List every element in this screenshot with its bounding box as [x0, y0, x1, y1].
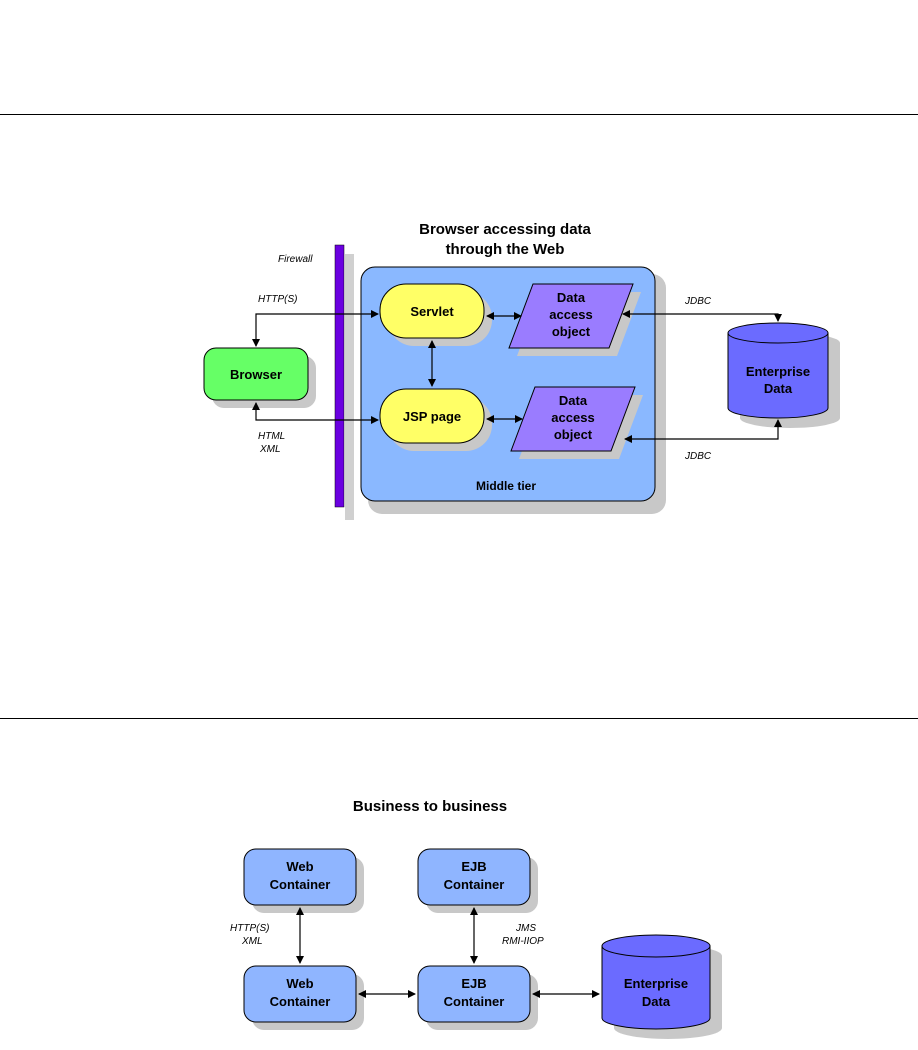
web-container-top-box: [243, 848, 357, 906]
ejb-container-top-box: [417, 848, 531, 906]
dao2-line3: object: [554, 427, 593, 442]
xml-label: XML: [259, 444, 281, 455]
firewall-bar: [334, 244, 345, 508]
firewall-shadow: [345, 254, 354, 520]
firewall-label: Firewall: [278, 254, 313, 265]
dao2-line2: access: [551, 410, 594, 425]
dao2-shape: [510, 386, 636, 452]
ejb-container-top-line1: EJB: [461, 859, 486, 874]
ejb-container-bottom-line2: Container: [444, 994, 505, 1009]
middle-divider: [0, 718, 918, 719]
jdbc-top-label: JDBC: [684, 296, 712, 307]
diagram2-connectors: [296, 907, 600, 998]
rmi-iiop-label: RMI-IIOP: [502, 936, 544, 947]
diagram-business-to-business: Business to business Web Container EJB C…: [230, 798, 722, 1039]
diagram1-title-line2: through the Web: [446, 241, 565, 258]
ejb-container-bottom-box: [417, 965, 531, 1023]
enterprise-data-db-2: [601, 934, 722, 1039]
top-divider: [0, 114, 918, 115]
enterprise-data-db-1: [727, 322, 840, 428]
html-label: HTML: [258, 431, 285, 442]
jsp-label: JSP page: [403, 409, 461, 424]
http-xml-label-line1: HTTP(S): [230, 923, 269, 934]
diagram1-connectors: [252, 310, 782, 443]
enterprise-data2-line1: Enterprise: [624, 976, 688, 991]
web-container-top-line1: Web: [286, 859, 313, 874]
web-container-bottom-line1: Web: [286, 976, 313, 991]
enterprise-data1-line1: Enterprise: [746, 364, 810, 379]
browser-label: Browser: [230, 367, 282, 382]
diagram-browser-web: Browser accessing data through the Web M…: [203, 221, 840, 520]
jms-label: JMS: [515, 923, 536, 934]
dao1-line3: object: [552, 324, 591, 339]
dao2-line1: Data: [559, 393, 588, 408]
web-container-bottom-box: [243, 965, 357, 1023]
jdbc-bottom-label: JDBC: [684, 451, 712, 462]
middle-tier-label: Middle tier: [476, 479, 536, 493]
web-container-bottom-line2: Container: [270, 994, 331, 1009]
enterprise-data2-line2: Data: [642, 994, 671, 1009]
dao1-shape: [508, 283, 634, 349]
diagram2-title: Business to business: [353, 798, 507, 815]
http-label: HTTP(S): [258, 294, 297, 305]
dao1-line2: access: [549, 307, 592, 322]
browser-box: [203, 347, 309, 401]
ejb-container-top-line2: Container: [444, 877, 505, 892]
diagram1-title-line1: Browser accessing data: [419, 221, 591, 238]
servlet-box: [379, 283, 485, 339]
servlet-label: Servlet: [410, 304, 454, 319]
ejb-container-bottom-line1: EJB: [461, 976, 486, 991]
enterprise-data1-line2: Data: [764, 381, 793, 396]
http-xml-label-line2: XML: [241, 936, 263, 947]
jsp-box: [379, 388, 485, 444]
dao1-line1: Data: [557, 290, 586, 305]
web-container-top-line2: Container: [270, 877, 331, 892]
